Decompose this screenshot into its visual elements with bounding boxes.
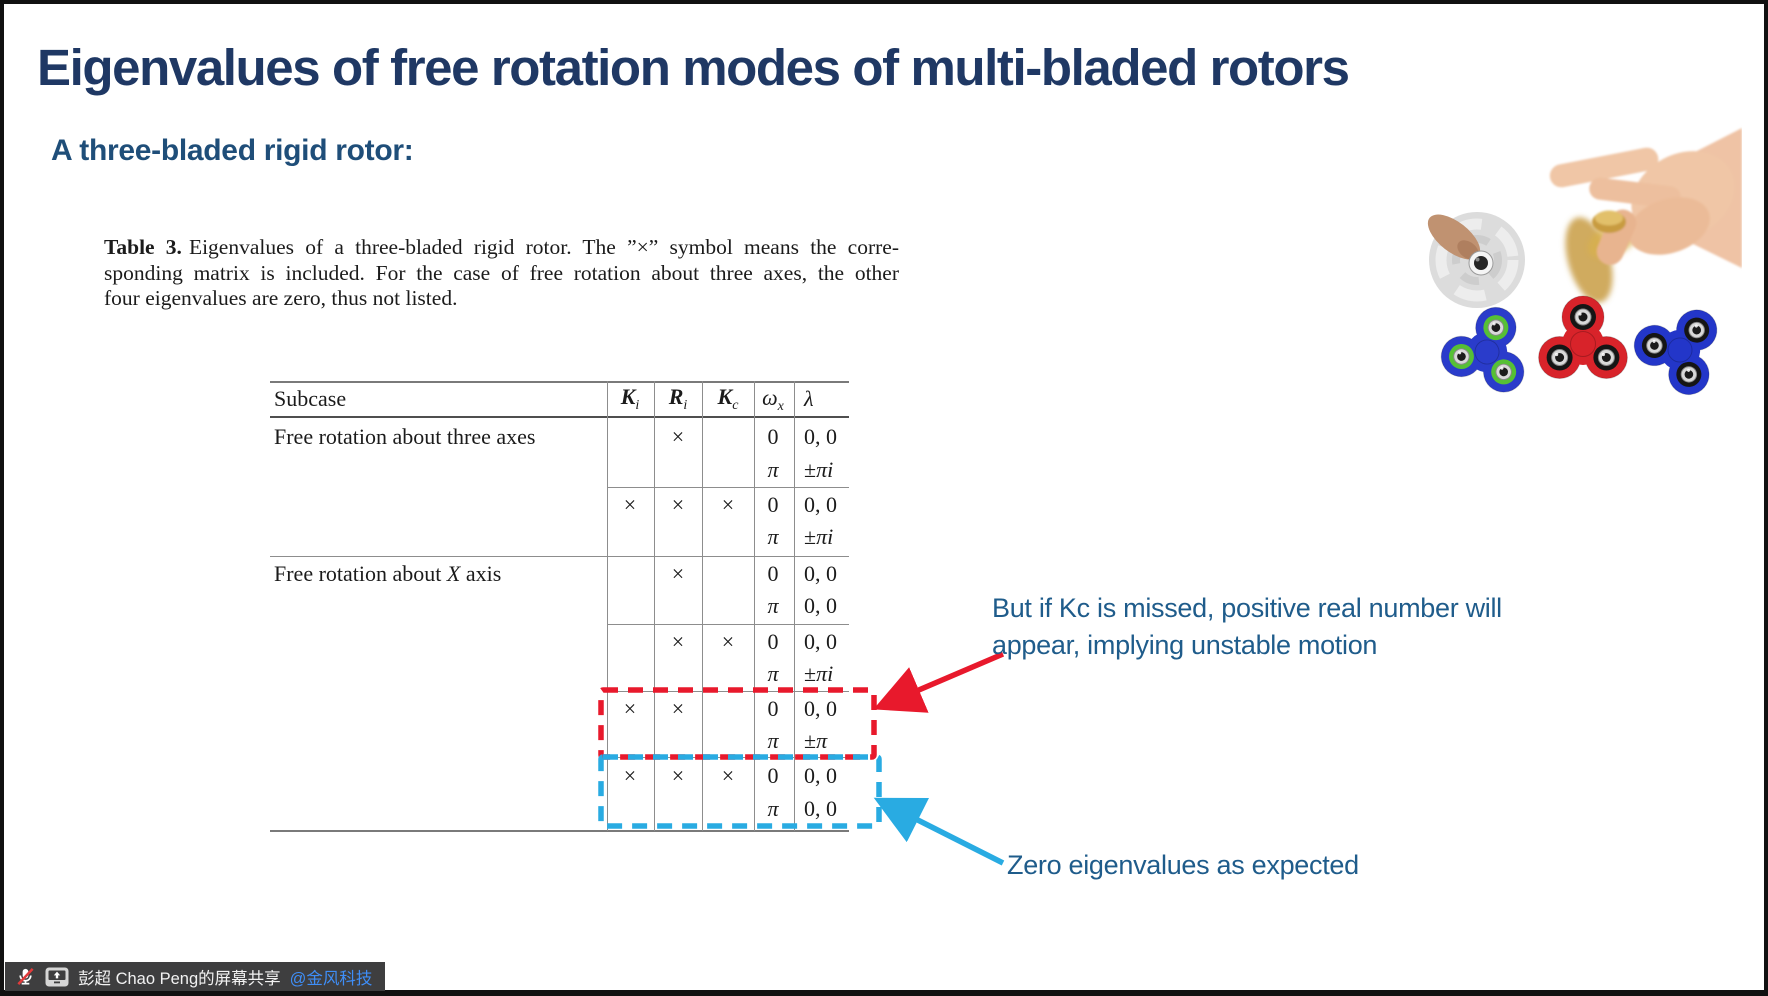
hand xyxy=(1549,128,1742,268)
table-omega-value: π xyxy=(767,457,779,482)
table-lambda-value: ±πi xyxy=(804,524,834,549)
table-omega-value: π xyxy=(767,593,779,618)
fidget-spinner-blue xyxy=(1633,309,1718,396)
table-lambda-value: 0, 0 xyxy=(804,593,837,618)
table-subcase-label: Free rotation about X axis xyxy=(274,561,502,586)
table-omega-value: 0 xyxy=(767,561,779,586)
table-header-omega-x: ωx xyxy=(762,384,784,415)
screen-share-bar: 彭超 Chao Peng的屏幕共享 @金风科技 xyxy=(5,962,386,991)
table-subcase-label: Free rotation about three axes xyxy=(274,424,536,449)
caption-line-1: Table 3.Eigenvalues of a three-bladed ri… xyxy=(104,235,899,261)
table-partial-rule xyxy=(607,487,849,488)
table-header-subcase: Subcase xyxy=(274,386,347,411)
red-annotation-arrow xyxy=(873,651,1005,713)
table-column-line xyxy=(607,381,608,831)
table-omega-value: 0 xyxy=(767,424,779,449)
table-header-Ki: Ki xyxy=(620,383,640,414)
table-header-lambda: λ xyxy=(804,386,814,411)
table-lambda-value: 0, 0 xyxy=(804,796,837,821)
table-mark: × xyxy=(671,763,685,788)
mention-link[interactable]: @金风科技 xyxy=(289,969,373,988)
screen-share-icon xyxy=(45,967,69,986)
table-column-line xyxy=(654,381,655,831)
fidget-spinner-red xyxy=(1538,295,1628,379)
blue-annotation-arrow xyxy=(873,797,1005,866)
blurred-spinner-photo xyxy=(1427,212,1525,308)
table-mark: × xyxy=(671,492,685,517)
red-annotation-note: But if Kc is missed, positive real numbe… xyxy=(992,590,1502,664)
caption-text-1: Eigenvalues of a three-bladed rigid roto… xyxy=(188,235,899,259)
caption-line-2: sponding matrix is included. For the cas… xyxy=(104,260,899,285)
table-lambda-value: 0, 0 xyxy=(804,492,837,517)
hand-spinning-photo xyxy=(1549,128,1742,303)
microphone-muted-icon xyxy=(17,968,34,985)
table-omega-value: π xyxy=(767,796,779,821)
table-omega-value: 0 xyxy=(767,492,779,517)
table-mark: × xyxy=(721,492,735,517)
caption-label: Table 3. xyxy=(104,235,182,259)
table-mark: × xyxy=(671,629,685,654)
table-mark: × xyxy=(623,763,637,788)
table-omega-value: 0 xyxy=(767,696,779,721)
table-mark: × xyxy=(671,424,685,449)
table-column-line xyxy=(702,381,703,831)
table-omega-value: 0 xyxy=(767,763,779,788)
table-mark: × xyxy=(671,561,685,586)
blue-annotation-note: Zero eigenvalues as expected xyxy=(1007,850,1359,880)
table-partial-rule xyxy=(607,624,849,625)
table-mark: × xyxy=(721,629,735,654)
table-lambda-value: ±πi xyxy=(804,457,834,482)
table-header-Kc: Kc xyxy=(717,383,739,414)
table-mark: × xyxy=(721,763,735,788)
table-mark: × xyxy=(623,492,637,517)
slide-subtitle: A three-bladed rigid rotor: xyxy=(51,134,414,167)
slide-title: Eigenvalues of free rotation modes of mu… xyxy=(37,39,1350,96)
table-rule xyxy=(270,830,849,832)
fidget-spinner-blue-green xyxy=(1440,306,1525,393)
table-mark: × xyxy=(623,696,637,721)
table-partial-rule xyxy=(607,691,849,692)
table-lambda-value: 0, 0 xyxy=(804,561,837,586)
table-rule xyxy=(270,416,849,418)
red-note-line-2: appear, implying unstable motion xyxy=(992,630,1378,660)
slide: Eigenvalues of free rotation modes of mu… xyxy=(4,4,1764,990)
table-omega-value: π xyxy=(767,661,779,686)
table-mark: × xyxy=(671,696,685,721)
table-column-line xyxy=(794,381,795,831)
table-omega-value: π xyxy=(767,524,779,549)
red-note-line-1: But if Kc is missed, positive real numbe… xyxy=(992,593,1502,623)
table-rule xyxy=(270,556,849,557)
table-omega-value: π xyxy=(767,728,779,753)
caption-line-3: four eigenvalues are zero, thus not list… xyxy=(104,286,458,310)
table-lambda-value: ±πi xyxy=(804,661,834,686)
table-partial-rule xyxy=(607,757,849,758)
table-rule xyxy=(270,381,849,383)
table-lambda-value: 0, 0 xyxy=(804,763,837,788)
table-column-line xyxy=(754,381,755,831)
table-lambda-value: 0, 0 xyxy=(804,696,837,721)
table-lambda-value: 0, 0 xyxy=(804,424,837,449)
table-lambda-value: ±π xyxy=(804,728,828,753)
table-lambda-value: 0, 0 xyxy=(804,629,837,654)
table-header-Ri: Ri xyxy=(668,383,688,414)
presenter-label: 彭超 Chao Peng的屏幕共享 xyxy=(78,969,281,988)
table-caption: Table 3.Eigenvalues of a three-bladed ri… xyxy=(104,235,899,312)
table-omega-value: 0 xyxy=(767,629,779,654)
